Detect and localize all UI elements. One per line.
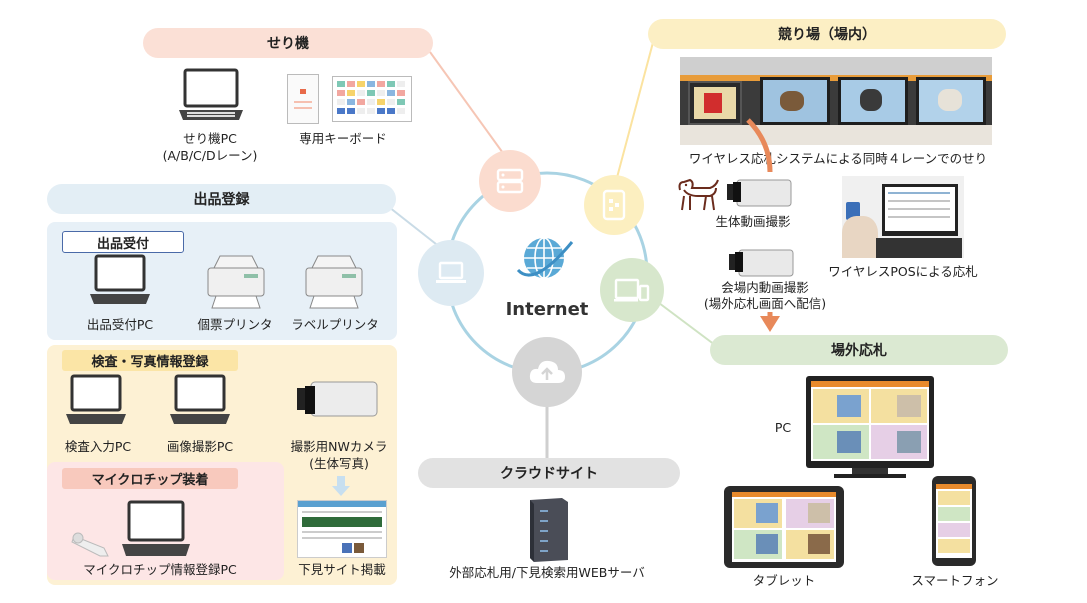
jogai-smartphone	[932, 476, 976, 566]
web-server-label: 外部応札用/下見検索用WEBサーバ	[449, 565, 645, 580]
jogai-tablet	[724, 486, 844, 568]
gazo-pc-label: 画像撮影PC	[166, 439, 234, 454]
chip-laptop-icon	[122, 500, 190, 556]
tablet-label: タブレット	[752, 573, 816, 588]
gazo-laptop-icon	[170, 374, 230, 424]
tablet-screen	[732, 492, 836, 562]
chip-pc-label: マイクロチップ情報登録PC	[83, 562, 237, 577]
label-printer-label: ラベルプリンタ	[291, 317, 379, 332]
nw-camera-sublabel: (生体写真)	[309, 456, 369, 471]
nw-camera-icon	[297, 381, 378, 417]
devices-node-circle	[600, 258, 664, 322]
server-icon	[496, 168, 524, 194]
keyboard-label: 専用キーボード	[299, 131, 387, 146]
jogai-pc-label: PC	[774, 420, 792, 435]
jogai-header: 場外応札	[710, 335, 1008, 365]
uketsuke-pc-label: 出品受付PC	[86, 317, 154, 332]
auction-photo-caption: ワイヤレス応札システムによる同時４レーンでのせり	[688, 151, 988, 166]
internet-label: Internet	[505, 299, 589, 320]
keyboard-large-image	[332, 76, 412, 122]
cloud-header: クラウドサイト	[418, 458, 680, 488]
chip-tag: マイクロチップ装着	[62, 468, 238, 489]
dog-icon	[678, 178, 719, 211]
tablet-node-circle	[584, 175, 644, 235]
nw-camera-label: 撮影用NWカメラ	[290, 439, 388, 454]
wireless-pos-label: ワイヤレスPOSによる応札	[828, 264, 978, 279]
venue-camera-label: 会場内動画撮影	[721, 280, 809, 295]
devices-icon	[614, 278, 650, 302]
cloud-upload-icon	[529, 360, 565, 383]
monitor-screen	[811, 381, 929, 461]
web-server-icon	[530, 498, 568, 562]
down-arrow-icon	[332, 476, 350, 496]
globe-icon	[516, 237, 574, 279]
kohyo-printer-icon	[207, 255, 265, 309]
kyoriba-header: 競り場（場内）	[648, 19, 1006, 49]
chip-reader-icon	[71, 532, 109, 557]
live-video-camera-icon	[727, 179, 792, 207]
kohyo-printer-label: 個票プリンタ	[197, 317, 273, 332]
jogai-monitor	[806, 376, 934, 468]
monitor-stand	[852, 468, 888, 474]
live-camera-label: 生体動画撮影	[715, 214, 791, 229]
monitor-base	[834, 474, 906, 478]
shuppin-header: 出品登録	[47, 184, 396, 214]
shitami-site-thumbnail	[297, 500, 387, 558]
smartphone-label: スマートフォン	[911, 573, 999, 588]
smartphone-screen	[936, 484, 972, 558]
seriki-header: せり機	[143, 28, 433, 58]
server-node-circle	[479, 150, 541, 212]
kensa-tag: 検査・写真情報登録	[62, 350, 238, 371]
venue-video-camera-icon	[729, 249, 794, 277]
venue-camera-sublabel: (場外応札画面へ配信)	[703, 296, 827, 311]
laptop-icon	[436, 261, 466, 283]
flow-arrow-orange	[746, 118, 780, 332]
keyboard-small-image	[287, 74, 319, 124]
uketsuke-tag: 出品受付	[62, 231, 184, 253]
shitami-site-label: 下見サイト掲載	[298, 562, 386, 577]
tablet-icon	[602, 189, 626, 221]
seriki-laptop-icon	[179, 68, 243, 120]
cloud-node-circle	[512, 337, 582, 407]
seriki-pc-lanes-label: (A/B/C/Dレーン)	[162, 148, 258, 163]
laptop-node-circle	[418, 240, 484, 306]
kensa-laptop-icon	[66, 374, 126, 424]
label-printer-icon	[305, 255, 363, 309]
uketsuke-laptop-icon	[90, 254, 150, 304]
kensa-pc-label: 検査入力PC	[64, 439, 132, 454]
seriki-pc-label: せり機PC	[183, 131, 237, 146]
auction-hall-photo	[680, 57, 992, 145]
wireless-pos-photo	[842, 176, 964, 258]
